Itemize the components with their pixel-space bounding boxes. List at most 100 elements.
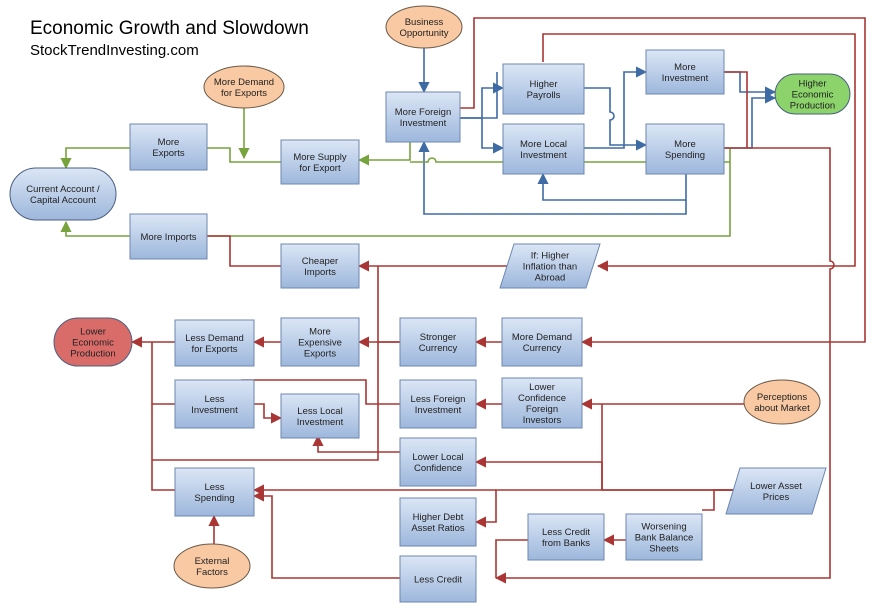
node-label-line: Confidence — [518, 393, 566, 404]
node-label-line: More Local — [520, 139, 567, 150]
edge-banks-lesscredit — [495, 539, 528, 578]
node-label-line: Investment — [520, 150, 567, 161]
node-more-imports: More Imports — [129, 213, 208, 260]
edge-exports-current — [60, 147, 130, 170]
edge-spending-loop — [494, 147, 835, 584]
edge-lessinv-lower — [151, 342, 175, 405]
node-label-line: Higher — [530, 79, 558, 90]
node-label-line: Less Local — [297, 406, 342, 417]
page-title: Economic Growth and Slowdown — [30, 18, 309, 39]
node-label-line: Current Account / — [26, 184, 100, 195]
edge-investment-production — [724, 71, 777, 98]
edge-spending-production — [724, 92, 777, 149]
edge-asset-localconf — [474, 456, 740, 491]
node-label-line: Inflation than — [523, 262, 577, 273]
edge-lesscredit-spend — [252, 490, 400, 579]
node-label-line: Factors — [196, 567, 228, 578]
node-label-line: Confidence — [414, 463, 462, 474]
node-label-line: More — [158, 137, 180, 148]
node-less-credit: Less Credit — [399, 555, 477, 603]
node-label-line: Payrolls — [527, 90, 561, 101]
edge-spending-supply — [410, 148, 731, 163]
node-label-line: More — [309, 327, 331, 338]
node-label-line: Exports — [152, 148, 184, 159]
node-label-line: Investment — [400, 118, 447, 129]
edge-localconf-localinv — [312, 434, 400, 453]
green-connectors — [60, 108, 731, 237]
edge-lessinv-locallessinv — [254, 403, 283, 424]
node-label-line: Worsening — [641, 522, 686, 533]
edge-foreign-top-loop — [460, 17, 866, 348]
node-label-line: Production — [790, 101, 835, 112]
node-label-line: Less Credit — [414, 575, 462, 586]
edge-localconf-spending — [152, 342, 379, 461]
node-label-line: Abroad — [535, 273, 566, 284]
edge-spending-foreign — [418, 140, 687, 215]
node-label-line: Currency — [523, 343, 562, 354]
node-label-line: More Demand — [512, 332, 572, 343]
node-label-line: Currency — [419, 343, 458, 354]
node-label-line: Investment — [662, 73, 709, 84]
edge-asset-worsening — [702, 489, 740, 511]
node-label-line: Investment — [415, 405, 462, 416]
node-label-line: Economic — [72, 338, 114, 349]
node-label-line: Less — [204, 394, 224, 405]
node-label-line: about Market — [754, 403, 810, 414]
node-label-line: from Banks — [542, 538, 590, 549]
node-label-line: Stronger — [420, 332, 456, 343]
edge-imports-current — [60, 220, 130, 237]
node-label-line: Lower Local — [412, 452, 463, 463]
edge-foreign-supply — [357, 142, 411, 166]
edge-localinv-investment — [584, 66, 648, 149]
node-label-line: More Supply — [293, 152, 347, 163]
node-label-line: Higher Debt — [413, 512, 464, 523]
node-label-line: Cheaper — [302, 256, 338, 267]
node-label-line: Exports — [304, 349, 336, 360]
edge-payrolls-spending — [584, 87, 648, 151]
node-label-line: Less Credit — [542, 527, 590, 538]
edge-supply-exports — [207, 147, 281, 163]
node-label-line: Foreign — [526, 404, 558, 415]
node-label-line: Less Foreign — [411, 394, 466, 405]
edge-spending-localinv — [537, 172, 687, 201]
node-label-line: Lower — [80, 327, 106, 338]
edge-foreign-investment-line — [460, 72, 498, 119]
node-label-line: Business — [405, 17, 444, 28]
node-label-line: If: Higher — [531, 251, 570, 262]
node-label-line: Expensive — [298, 338, 342, 349]
node-label-line: More — [674, 62, 696, 73]
node-label-line: Sheets — [649, 544, 679, 555]
node-label-line: Asset Ratios — [411, 523, 465, 534]
edge-lessspend-lower — [151, 404, 175, 491]
node-label-line: for Exports — [221, 88, 267, 99]
node-current-account: Current Account /Capital Account — [9, 167, 117, 221]
node-label-line: Prices — [763, 492, 790, 503]
node-label-line: Investors — [523, 415, 562, 426]
node-label-line: Opportunity — [399, 28, 448, 39]
node-label-line: Less Demand — [185, 333, 244, 344]
node-label-line: More Foreign — [395, 107, 452, 118]
blue-connectors — [418, 48, 777, 215]
node-label-line: Less — [204, 482, 224, 493]
edge-foreign-localinv — [481, 118, 505, 154]
